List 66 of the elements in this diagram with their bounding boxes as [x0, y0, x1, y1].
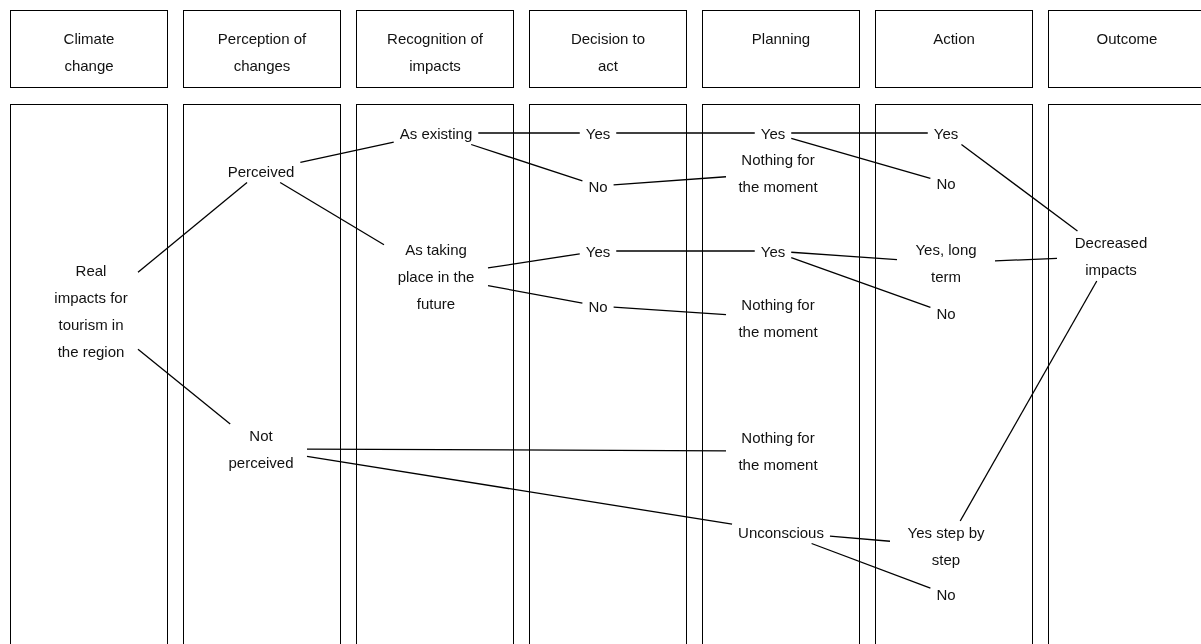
- column-heading: Perception of changes: [216, 29, 308, 76]
- stage-label: No: [936, 580, 956, 608]
- connector-line: [299, 141, 395, 164]
- connector-line: [279, 181, 385, 246]
- column-heading: Action: [933, 29, 975, 49]
- stage-label: Nothing for the moment: [732, 146, 824, 200]
- stage-label: Yes: [585, 237, 611, 265]
- column-panel: [702, 104, 860, 644]
- header-box: [702, 10, 860, 88]
- stage-label: Yes: [760, 237, 786, 265]
- header-box: [10, 10, 168, 88]
- stage-label: Real impacts for tourism in the region: [50, 257, 132, 365]
- connector-line: [137, 348, 231, 425]
- column-panel: [183, 104, 341, 644]
- stage-label: Yes, long term: [903, 236, 989, 290]
- connector-line: [306, 448, 727, 452]
- stage-label: Not perceived: [221, 422, 301, 476]
- column-panel: [529, 104, 687, 644]
- connector-line: [994, 257, 1058, 262]
- column-heading: Recognition of impacts: [387, 29, 483, 76]
- connector-line: [790, 251, 898, 261]
- stage-label: Yes: [585, 119, 611, 147]
- connector-line: [615, 250, 756, 252]
- stage-label: Yes: [760, 119, 786, 147]
- connector-line: [137, 181, 248, 273]
- connector-line: [306, 455, 733, 525]
- connector-line: [612, 306, 727, 316]
- connector-line: [790, 256, 932, 309]
- stage-label: No: [936, 299, 956, 327]
- stage-label: Yes step by step: [896, 519, 996, 573]
- header-box: [183, 10, 341, 88]
- connector-line: [470, 143, 584, 182]
- connector-line: [810, 542, 932, 589]
- column-heading: Decision to act: [569, 29, 647, 76]
- column-panel: [10, 104, 168, 644]
- connector-line: [959, 280, 1098, 522]
- stage-label: Decreased impacts: [1063, 229, 1159, 283]
- header-box: [1048, 10, 1201, 88]
- header-box: [356, 10, 514, 88]
- stage-label: No: [936, 169, 956, 197]
- stage-label: Nothing for the moment: [732, 424, 824, 478]
- column-panel: [356, 104, 514, 644]
- column-heading: Outcome: [1096, 29, 1158, 49]
- stage-label: As taking place in the future: [390, 235, 482, 317]
- connector-line: [960, 143, 1079, 232]
- connector-line: [477, 132, 581, 134]
- connector-line: [829, 535, 891, 542]
- connector-line: [790, 132, 929, 134]
- stage-label: Yes: [933, 119, 959, 147]
- connector-line: [487, 253, 581, 269]
- column-panel: [1048, 104, 1201, 644]
- stage-label: Perceived: [227, 157, 295, 185]
- stage-label: Unconscious: [738, 518, 824, 546]
- header-box: [529, 10, 687, 88]
- connector-line: [790, 137, 932, 180]
- header-box: [875, 10, 1033, 88]
- connector-line: [612, 176, 727, 186]
- stage-label: No: [588, 172, 608, 200]
- column-heading: Climate change: [62, 29, 116, 76]
- connector-line: [487, 285, 584, 304]
- stage-label: Nothing for the moment: [732, 291, 824, 345]
- column-panel: [875, 104, 1033, 644]
- stage-label: No: [588, 292, 608, 320]
- connector-line: [615, 132, 756, 134]
- column-heading: Planning: [751, 29, 811, 49]
- stage-label: As existing: [399, 119, 473, 147]
